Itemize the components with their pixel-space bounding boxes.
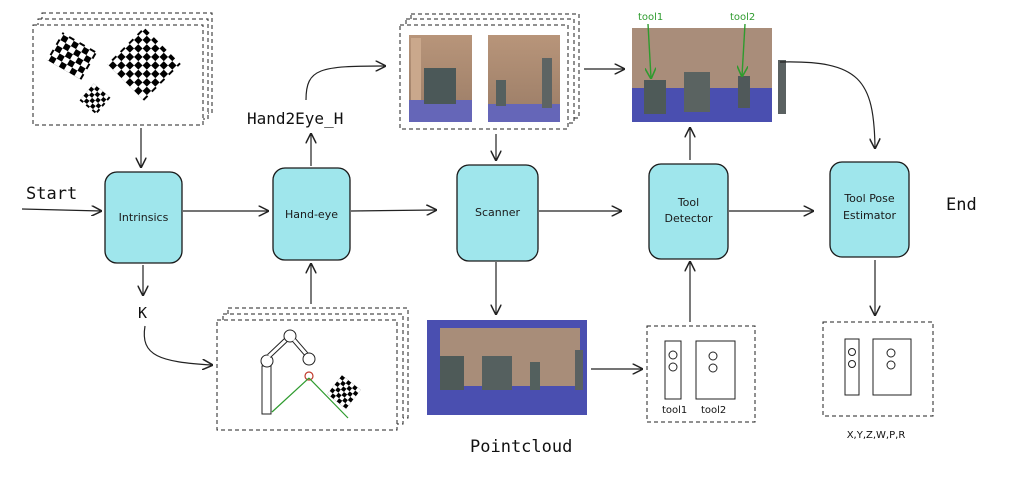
node-tool-detector-label-2: Detector <box>665 212 713 225</box>
tool2-label: tool2 <box>701 405 726 416</box>
tool2-detect-label: tool2 <box>730 12 755 23</box>
scan-images-stack <box>399 13 580 130</box>
node-intrinsics-label: Intrinsics <box>119 211 169 224</box>
node-scanner: Scanner <box>456 164 539 262</box>
node-tool-pose-estimator: Tool Pose Estimator <box>829 161 910 258</box>
node-hand-eye: Hand-eye <box>272 167 351 261</box>
pose-output-label: X,Y,Z,W,P,R <box>847 430 906 441</box>
camera-icon <box>304 371 314 381</box>
robot-arm-drawing <box>260 329 361 419</box>
tool1-detect-label: tool1 <box>638 12 663 23</box>
tool-templates-box: tool1 tool2 <box>646 325 756 423</box>
arrow-start-to-intrinsics <box>21 209 101 211</box>
checkerboard-image-3 <box>79 83 111 115</box>
node-tool-detector-label-1: Tool <box>677 196 699 209</box>
start-label: Start <box>26 184 77 204</box>
tool2-template <box>695 340 736 400</box>
node-hand-eye-label: Hand-eye <box>285 208 338 221</box>
pose-output-box <box>822 321 934 417</box>
scan-image-right <box>488 35 560 122</box>
arrow-handeye-to-scanner <box>350 210 436 211</box>
robot-arm-images-stack <box>216 307 409 431</box>
node-tool-pose-label-2: Estimator <box>843 209 897 222</box>
end-label: End <box>946 195 977 215</box>
calibration-images-stack <box>32 12 213 126</box>
pose-tool2-icon <box>872 338 912 396</box>
tool1-green-arrow <box>648 23 651 78</box>
detection-image: tool1 tool2 <box>632 12 786 122</box>
pointcloud-image <box>427 320 587 415</box>
checkerboard-image-1 <box>46 32 98 80</box>
hand2eye-label: Hand2Eye_H <box>247 109 343 128</box>
tool2-green-arrow <box>742 23 745 76</box>
tool1-label: tool1 <box>662 405 687 416</box>
node-tool-detector: Tool Detector <box>648 163 729 260</box>
arrow-h-to-scans <box>305 66 385 101</box>
k-label: K <box>138 304 147 322</box>
node-scanner-label: Scanner <box>475 206 520 219</box>
pointcloud-label: Pointcloud <box>470 437 572 457</box>
pose-tool1-icon <box>844 338 860 396</box>
arrow-detection-to-pose <box>779 61 875 148</box>
node-tool-pose-label-1: Tool Pose <box>843 192 895 205</box>
tool1-template <box>664 340 682 400</box>
checkerboard-target <box>327 375 361 409</box>
arrow-k-to-robot-stack <box>143 325 212 365</box>
node-intrinsics: Intrinsics <box>104 171 183 264</box>
scan-image-left <box>409 35 472 122</box>
